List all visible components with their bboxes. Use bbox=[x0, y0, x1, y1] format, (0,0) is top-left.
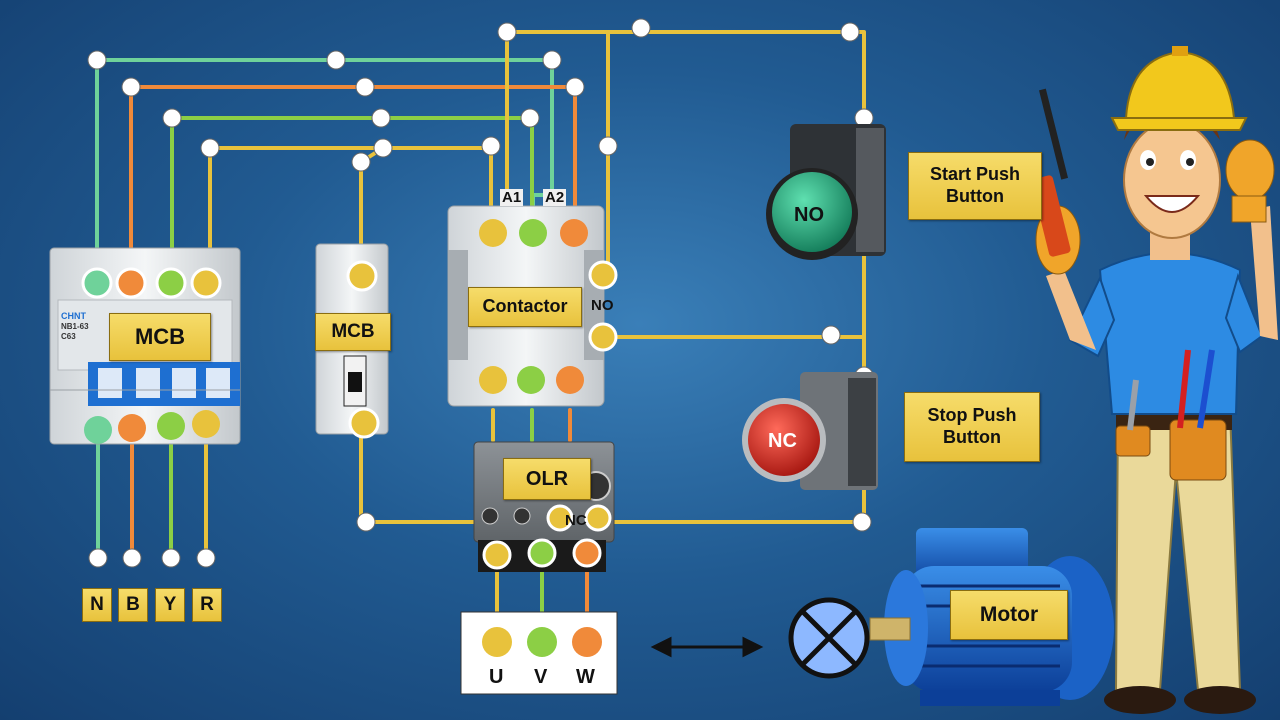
wire-blue-top bbox=[129, 85, 577, 287]
stop-push-button-icon bbox=[742, 372, 878, 490]
coil-a1-label: A1 bbox=[500, 189, 524, 206]
coil-a2-label: A2 bbox=[543, 189, 567, 206]
wire-red-top bbox=[208, 146, 493, 287]
main-mcb-terminals bbox=[81, 267, 222, 444]
motor-terminal-w: W bbox=[576, 666, 595, 688]
mcb-model-text: NB1-63 bbox=[61, 322, 89, 331]
supply-terminal-r: R bbox=[192, 588, 222, 622]
motor-terminal-v: V bbox=[534, 666, 548, 688]
stop-button-label: Stop Push Button bbox=[904, 392, 1040, 462]
lamp-symbol-icon bbox=[788, 597, 870, 679]
supply-terminal-b: B bbox=[118, 588, 148, 622]
contactor-label: Contactor bbox=[468, 287, 582, 327]
start-push-button-icon bbox=[766, 124, 886, 260]
stop-button-face-label: NC bbox=[768, 430, 797, 452]
contactor-no-label: NO bbox=[591, 297, 614, 314]
start-button-face-label: NO bbox=[794, 204, 824, 226]
supply-terminal-y: Y bbox=[155, 588, 185, 622]
electrician-icon bbox=[1031, 46, 1278, 714]
olr-label: OLR bbox=[503, 458, 591, 500]
olr-nc-label: NC bbox=[565, 512, 587, 529]
double-arrow-icon bbox=[650, 636, 764, 658]
motor-terminal-box bbox=[460, 611, 618, 695]
junction-dots bbox=[87, 18, 874, 568]
mcb-brand-text: CHNT bbox=[61, 311, 86, 321]
motor-label: Motor bbox=[950, 590, 1068, 640]
wire-yellow-top bbox=[170, 116, 534, 287]
motor-terminal-u: U bbox=[489, 666, 504, 688]
main-mcb-label: MCB bbox=[109, 313, 211, 361]
mcb-rating-text: C63 bbox=[61, 332, 76, 341]
supply-terminal-n: N bbox=[82, 588, 112, 622]
start-button-label: Start Push Button bbox=[908, 152, 1042, 220]
small-mcb-label: MCB bbox=[315, 313, 391, 351]
